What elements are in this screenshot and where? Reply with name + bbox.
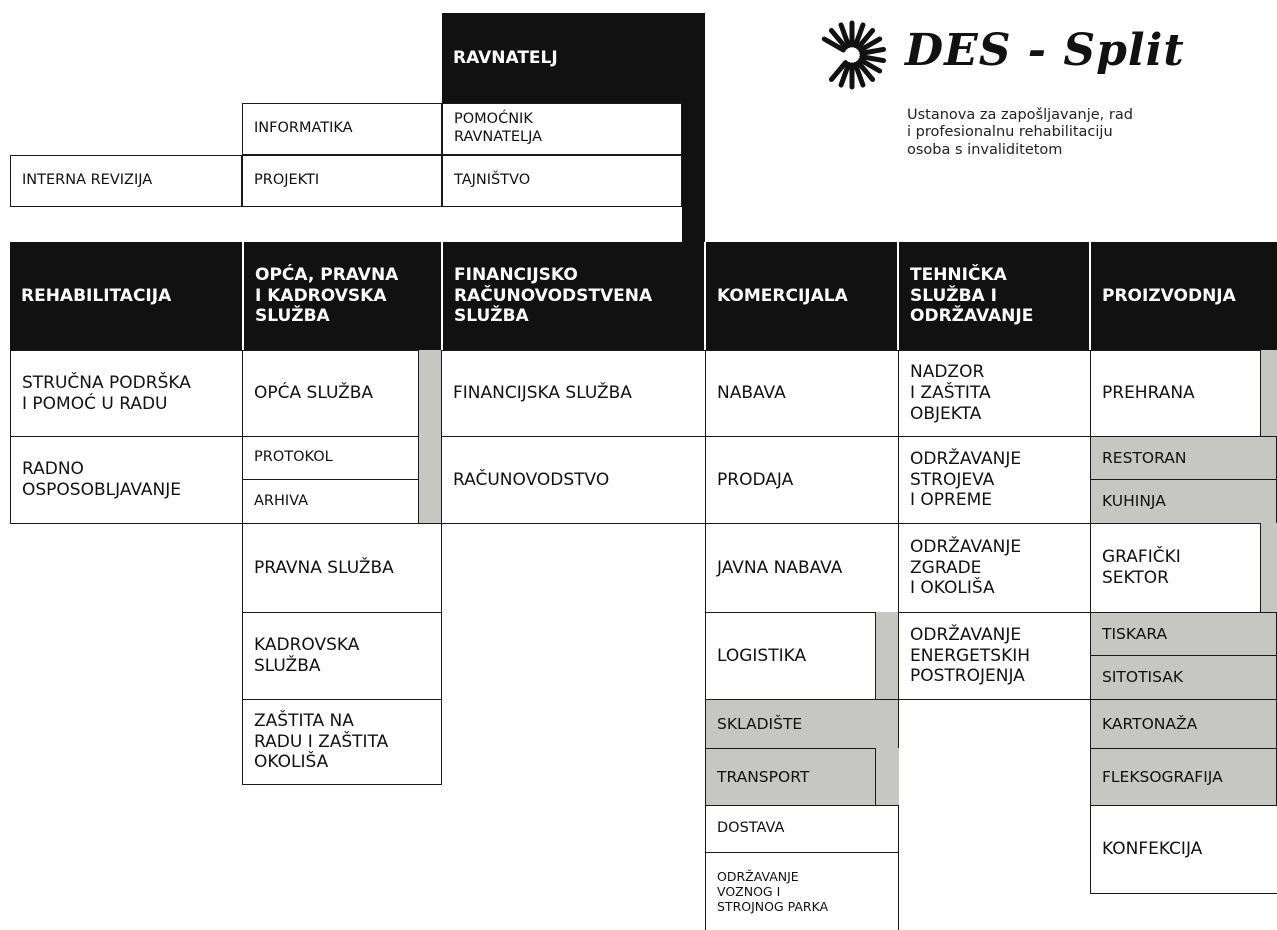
unit-strucna-podrska: STRUČNA PODRŠKA I POMOĆ U RADU [10,350,243,437]
sun-ray [858,57,883,74]
unit-financijska-sluzba: FINANCIJSKA SLUŽBA [441,350,706,437]
dept-header-opca-pravna-kadrovska: OPĆA, PRAVNA I KADROVSKA SLUŽBA [244,242,441,350]
unit-javna-nabava: JAVNA NABAVA [705,523,899,613]
dept-header-komercijala: KOMERCIJALA [706,242,897,350]
unit-odrzavanje-energetskih-postrojenja: ODRŽAVANJE ENERGETSKIH POSTROJENJA [898,612,1091,700]
sun-ray [858,36,883,53]
unit-arhiva: ARHIVA [242,479,419,524]
transport-shadow [875,748,899,806]
unit-opca-sluzba: OPĆA SLUŽBA [242,350,419,437]
unit-racunovodstvo: RAČUNOVODSTVO [441,436,706,524]
unit-konfekcija: KONFEKCIJA [1090,805,1277,894]
unit-odrzavanje-zgrade: ODRŽAVANJE ZGRADE I OKOLIŠA [898,523,1091,613]
unit-nadzor-zastita-objekta: NADZOR I ZAŠTITA OBJEKTA [898,350,1091,437]
unit-kadrovska-sluzba: KADROVSKA SLUŽBA [242,612,442,700]
unit-graficki-sektor: GRAFIČKI SEKTOR [1090,523,1261,613]
unit-protokol: PROTOKOL [242,436,419,480]
dept-header-proizvodnja: PROIZVODNJA [1091,242,1277,350]
sun-ray [821,36,846,53]
dept-header-rehabilitacija: REHABILITACIJA [10,242,242,350]
sun-logo-icon [821,20,887,90]
sun-ray [828,27,849,50]
internal-audit-box: INTERNA REVIZIJA [10,155,242,207]
secretariat-box: TAJNIŠTVO [442,155,682,207]
unit-kuhinja: KUHINJA [1090,479,1277,524]
unit-fleksografija: FLEKSOGRAFIJA [1090,748,1277,806]
logo-title: DES - Split [905,25,1185,76]
sun-ray [852,22,866,49]
unit-radno-osposobljavanje: RADNO OSPOSOBLJAVANJE [10,436,243,524]
unit-odrzavanje-voznog-parka: ODRŽAVANJE VOZNOG I STROJNOG PARKA [705,852,899,930]
logo-subtitle: Ustanova za zapošljavanje, rad i profesi… [907,107,1133,158]
sun-ray [859,46,887,56]
unit-skladiste: SKLADIŠTE [705,699,899,749]
sun-ray [852,61,866,88]
sun-ray [855,27,876,50]
dept-header-financijsko: FINANCIJSKO RAČUNOVODSTVENA SLUŽBA [443,242,704,350]
unit-prodaja: PRODAJA [705,436,899,524]
unit-tiskara: TISKARA [1090,612,1277,656]
unit-transport: TRANSPORT [705,748,876,806]
unit-restoran: RESTORAN [1090,436,1277,480]
unit-nabava: NABAVA [705,350,899,437]
it-box: INFORMATIKA [242,103,442,155]
projects-box: PROJEKTI [242,155,442,207]
unit-zastita-na-radu: ZAŠTITA NA RADU I ZAŠTITA OKOLIŠA [242,699,442,785]
unit-kartonaza: KARTONAŽA [1090,699,1277,749]
prehrana-shadow [1260,350,1277,437]
sun-ray [859,54,887,64]
sun-ray [838,22,852,49]
director-shadow [682,13,705,242]
unit-logistika: LOGISTIKA [705,612,876,700]
sun-ray [838,61,852,88]
unit-sitotisak: SITOTISAK [1090,655,1277,700]
dept-header-tehnicka: TEHNIČKA SLUŽBA I ODRŽAVANJE [899,242,1089,350]
logistika-shadow [875,612,899,700]
director-box: RAVNATELJ [442,13,682,103]
sun-ray [855,60,876,83]
sun-ray [828,60,849,83]
opca-shadow [418,350,442,524]
unit-prehrana: PREHRANA [1090,350,1261,437]
graficki-shadow [1260,523,1277,613]
unit-dostava: DOSTAVA [705,805,899,853]
unit-pravna-sluzba: PRAVNA SLUŽBA [242,523,442,613]
assistant-director-box: POMOĆNIK RAVNATELJA [442,103,682,155]
unit-odrzavanje-strojeva: ODRŽAVANJE STROJEVA I OPREME [898,436,1091,524]
